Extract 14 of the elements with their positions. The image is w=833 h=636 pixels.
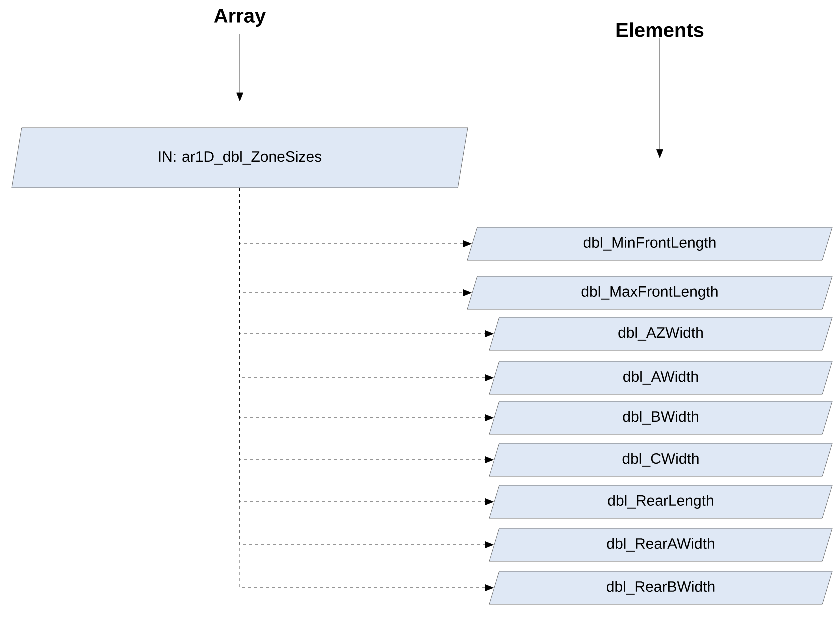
data-parallelogram: dbl_RearBWidth	[489, 571, 833, 605]
arrow	[236, 34, 244, 102]
data-parallelogram: dbl_MaxFrontLength	[467, 276, 833, 310]
data-parallelogram: dbl_AZWidth	[489, 317, 833, 351]
heading-label: Array	[214, 9, 266, 27]
heading-label: Elements	[616, 22, 704, 38]
data-parallelogram: dbl_RearLength	[489, 485, 833, 519]
data-parallelogram: dbl_RearAWidth	[489, 528, 833, 562]
data-parallelogram: IN: ar1D_dbl_ZoneSizes	[12, 128, 468, 188]
data-parallelogram: dbl_CWidth	[489, 443, 833, 477]
arrow	[656, 38, 664, 158]
data-parallelogram: dbl_AWidth	[489, 361, 833, 395]
data-parallelogram: dbl_MinFrontLength	[467, 227, 833, 261]
data-parallelogram: dbl_BWidth	[489, 401, 833, 435]
